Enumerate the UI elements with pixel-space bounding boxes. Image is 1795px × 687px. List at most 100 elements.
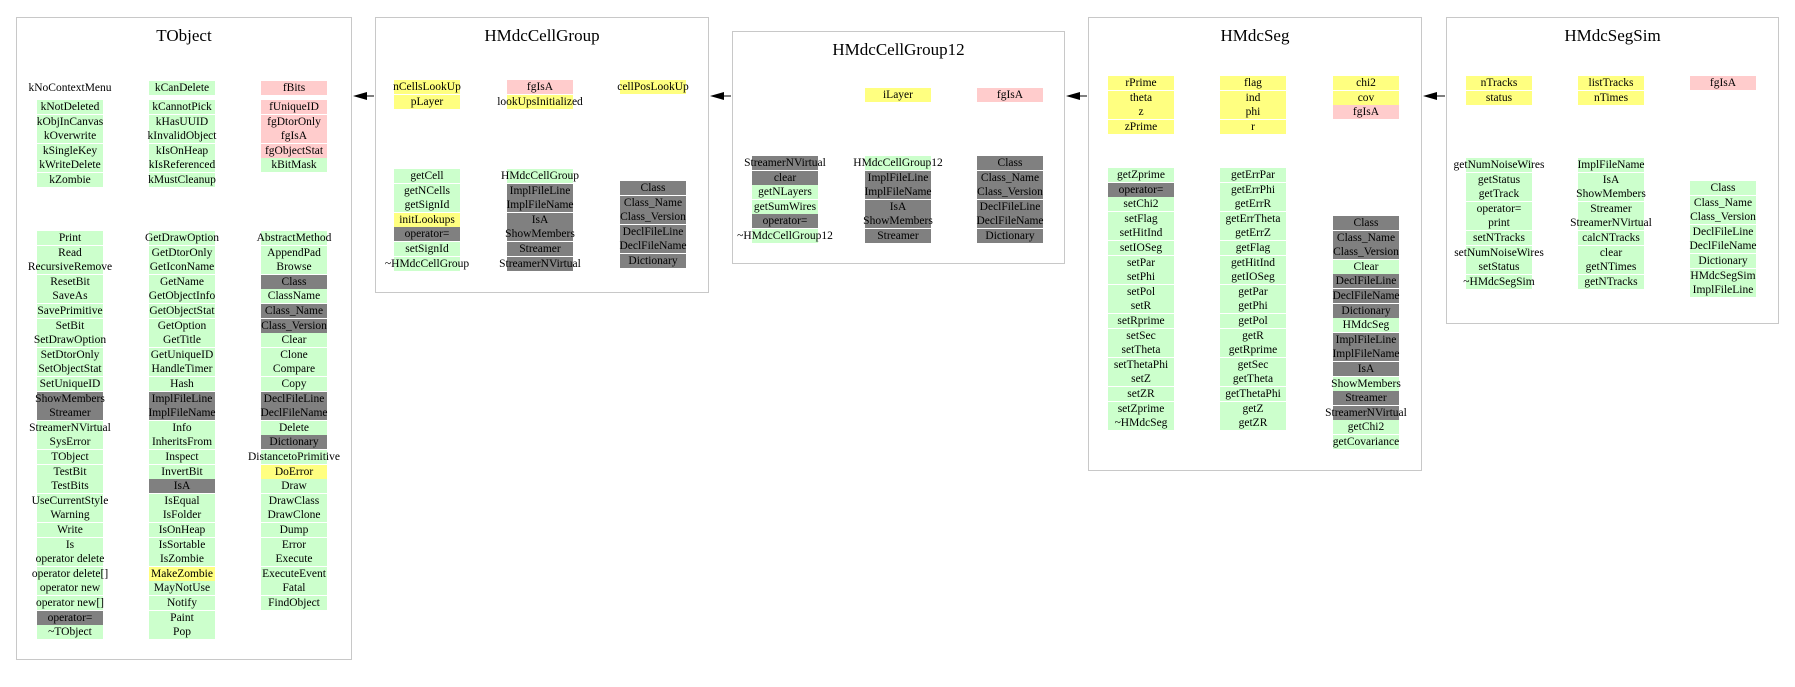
member-setflag: setFlag	[1081, 211, 1201, 226]
member-setbit: SetBit	[10, 318, 130, 333]
member-fgobjectstat: fgObjectStat	[234, 143, 354, 158]
member-settheta: setTheta	[1081, 343, 1201, 358]
member-delete: Delete	[234, 420, 354, 435]
member-setuniqueid: SetUniqueID	[10, 377, 130, 391]
member-setchi2: setChi2	[1081, 197, 1201, 212]
class-title: HMdcSeg	[1220, 26, 1290, 45]
class-title: TObject	[156, 26, 212, 45]
member-setsec: setSec	[1081, 328, 1201, 343]
member-declfileline: DeclFileLine	[593, 224, 713, 239]
member-setntracks: setNTracks	[1439, 231, 1559, 245]
member-clear: clear	[725, 170, 845, 185]
member-operator-new: operator new	[10, 581, 130, 596]
member-testbit: TestBit	[10, 464, 130, 479]
member-operator-assign: operator=	[1439, 201, 1559, 216]
member-knotdeleted: kNotDeleted	[10, 100, 130, 114]
member-getntracks: getNTracks	[1551, 274, 1671, 289]
member-class-version: Class_Version	[620, 210, 686, 225]
member-streamer: Streamer	[1551, 201, 1671, 216]
member-implfileline: ImplFileLine	[838, 170, 958, 185]
member-usecurrentstyle: UseCurrentStyle	[31, 493, 109, 508]
member-implfileline: ImplFileLine	[122, 391, 242, 406]
member-clone: Clone	[234, 347, 354, 362]
member-fgisa: fgIsA	[1306, 105, 1426, 120]
member-dictionary: Dictionary	[1663, 254, 1783, 268]
member-implfileline: ImplFileLine	[1306, 332, 1426, 347]
member-showmembers: ShowMembers	[863, 214, 933, 229]
member-implfileline: ImplFileLine	[1663, 283, 1783, 298]
member-setzprime: setZprime	[1081, 401, 1201, 416]
member-status: status	[1439, 90, 1559, 105]
member-ntracks: nTracks	[1439, 76, 1559, 90]
member-getcell: getCell	[367, 169, 487, 183]
member-hmdcsegsim: HMdcSegSim	[1690, 268, 1756, 283]
member-khasuuid: kHasUUID	[122, 114, 242, 129]
member-showmembers: ShowMembers	[505, 227, 575, 242]
member-setzr: setZR	[1081, 387, 1201, 401]
member-is: Is	[10, 537, 130, 552]
member-getchi2: getChi2	[1306, 420, 1426, 435]
member-kwritedelete: kWriteDelete	[10, 158, 130, 173]
member-setthetaphi: setThetaPhi	[1081, 357, 1201, 372]
member-findobject: FindObject	[234, 596, 354, 610]
member-streamer: Streamer	[10, 406, 130, 421]
member-geticonname: GetIconName	[149, 260, 215, 275]
member-gettrack: getTrack	[1439, 187, 1559, 202]
member-getdtoronly: GetDtorOnly	[122, 245, 242, 260]
member-getnumnoisewires: getNumNoiseWires	[1453, 158, 1545, 172]
member-getobjectinfo: GetObjectInfo	[148, 289, 216, 304]
member-fatal: Fatal	[234, 581, 354, 596]
member-getuniqueid: GetUniqueID	[149, 347, 215, 362]
member-setphi: setPhi	[1081, 270, 1201, 285]
member-class-version: Class_Version	[1690, 210, 1756, 225]
member-syserror: SysError	[10, 435, 130, 450]
member-getdrawoption: GetDrawOption	[144, 231, 220, 245]
member-draw: Draw	[234, 479, 354, 494]
member-operator-assign: operator=	[725, 214, 845, 229]
member-issortable: IsSortable	[122, 537, 242, 552]
member-recursiveremove: RecursiveRemove	[27, 260, 113, 275]
member-setstatus: setStatus	[1439, 260, 1559, 275]
member-implfileline: ImplFileLine	[480, 183, 600, 198]
member-error: Error	[234, 537, 354, 552]
member-flag: flag	[1193, 76, 1313, 90]
member-distancetoprimitive: DistancetoPrimitive	[248, 450, 340, 464]
member-iszombie: IsZombie	[122, 552, 242, 567]
member-testbits: TestBits	[10, 479, 130, 494]
member-fgisa: fgIsA	[480, 80, 600, 94]
member-chi2: chi2	[1306, 76, 1426, 90]
member-geterrphi: getErrPhi	[1193, 182, 1313, 197]
member-info: Info	[122, 420, 242, 435]
member-lookupsinitialized: lookUpsInitialized	[497, 94, 583, 109]
member-streamer: Streamer	[838, 229, 958, 243]
member-operator-new-array: operator new[]	[35, 596, 104, 610]
member-pop: Pop	[122, 625, 242, 640]
member-fbits: fBits	[234, 81, 354, 95]
member-geterrz: getErrZ	[1193, 226, 1313, 241]
member-implfilename: ImplFileName	[864, 185, 932, 200]
member-listtracks: listTracks	[1551, 76, 1671, 90]
member-declfileline: DeclFileLine	[234, 391, 354, 406]
member-class: Class	[593, 181, 713, 195]
member-gettitle: GetTitle	[122, 333, 242, 348]
member-getnlayers: getNLayers	[725, 185, 845, 200]
member-showmembers: ShowMembers	[1576, 187, 1646, 202]
member-dtor-tobject: ~TObject	[10, 625, 130, 640]
member-declfilename: DeclFileName	[976, 214, 1044, 229]
member-getpar: getPar	[1193, 284, 1313, 299]
member-dictionary: Dictionary	[234, 435, 354, 450]
member-kisreferenced: kIsReferenced	[148, 158, 216, 173]
member-operator-delete: operator delete	[35, 552, 105, 567]
member-isa: IsA	[838, 199, 958, 214]
member-hmdcseg: HMdcSeg	[1306, 318, 1426, 333]
member-declfilename: DeclFileName	[1332, 289, 1400, 303]
member-declfileline: DeclFileLine	[1663, 224, 1783, 239]
member-class-name: Class_Name	[1663, 195, 1783, 210]
member-declfilename: DeclFileName	[1689, 239, 1757, 254]
member-drawclone: DrawClone	[234, 508, 354, 523]
member-handletimer: HandleTimer	[122, 362, 242, 377]
member-write: Write	[10, 523, 130, 537]
member-class-version: Class_Version	[1333, 245, 1399, 260]
